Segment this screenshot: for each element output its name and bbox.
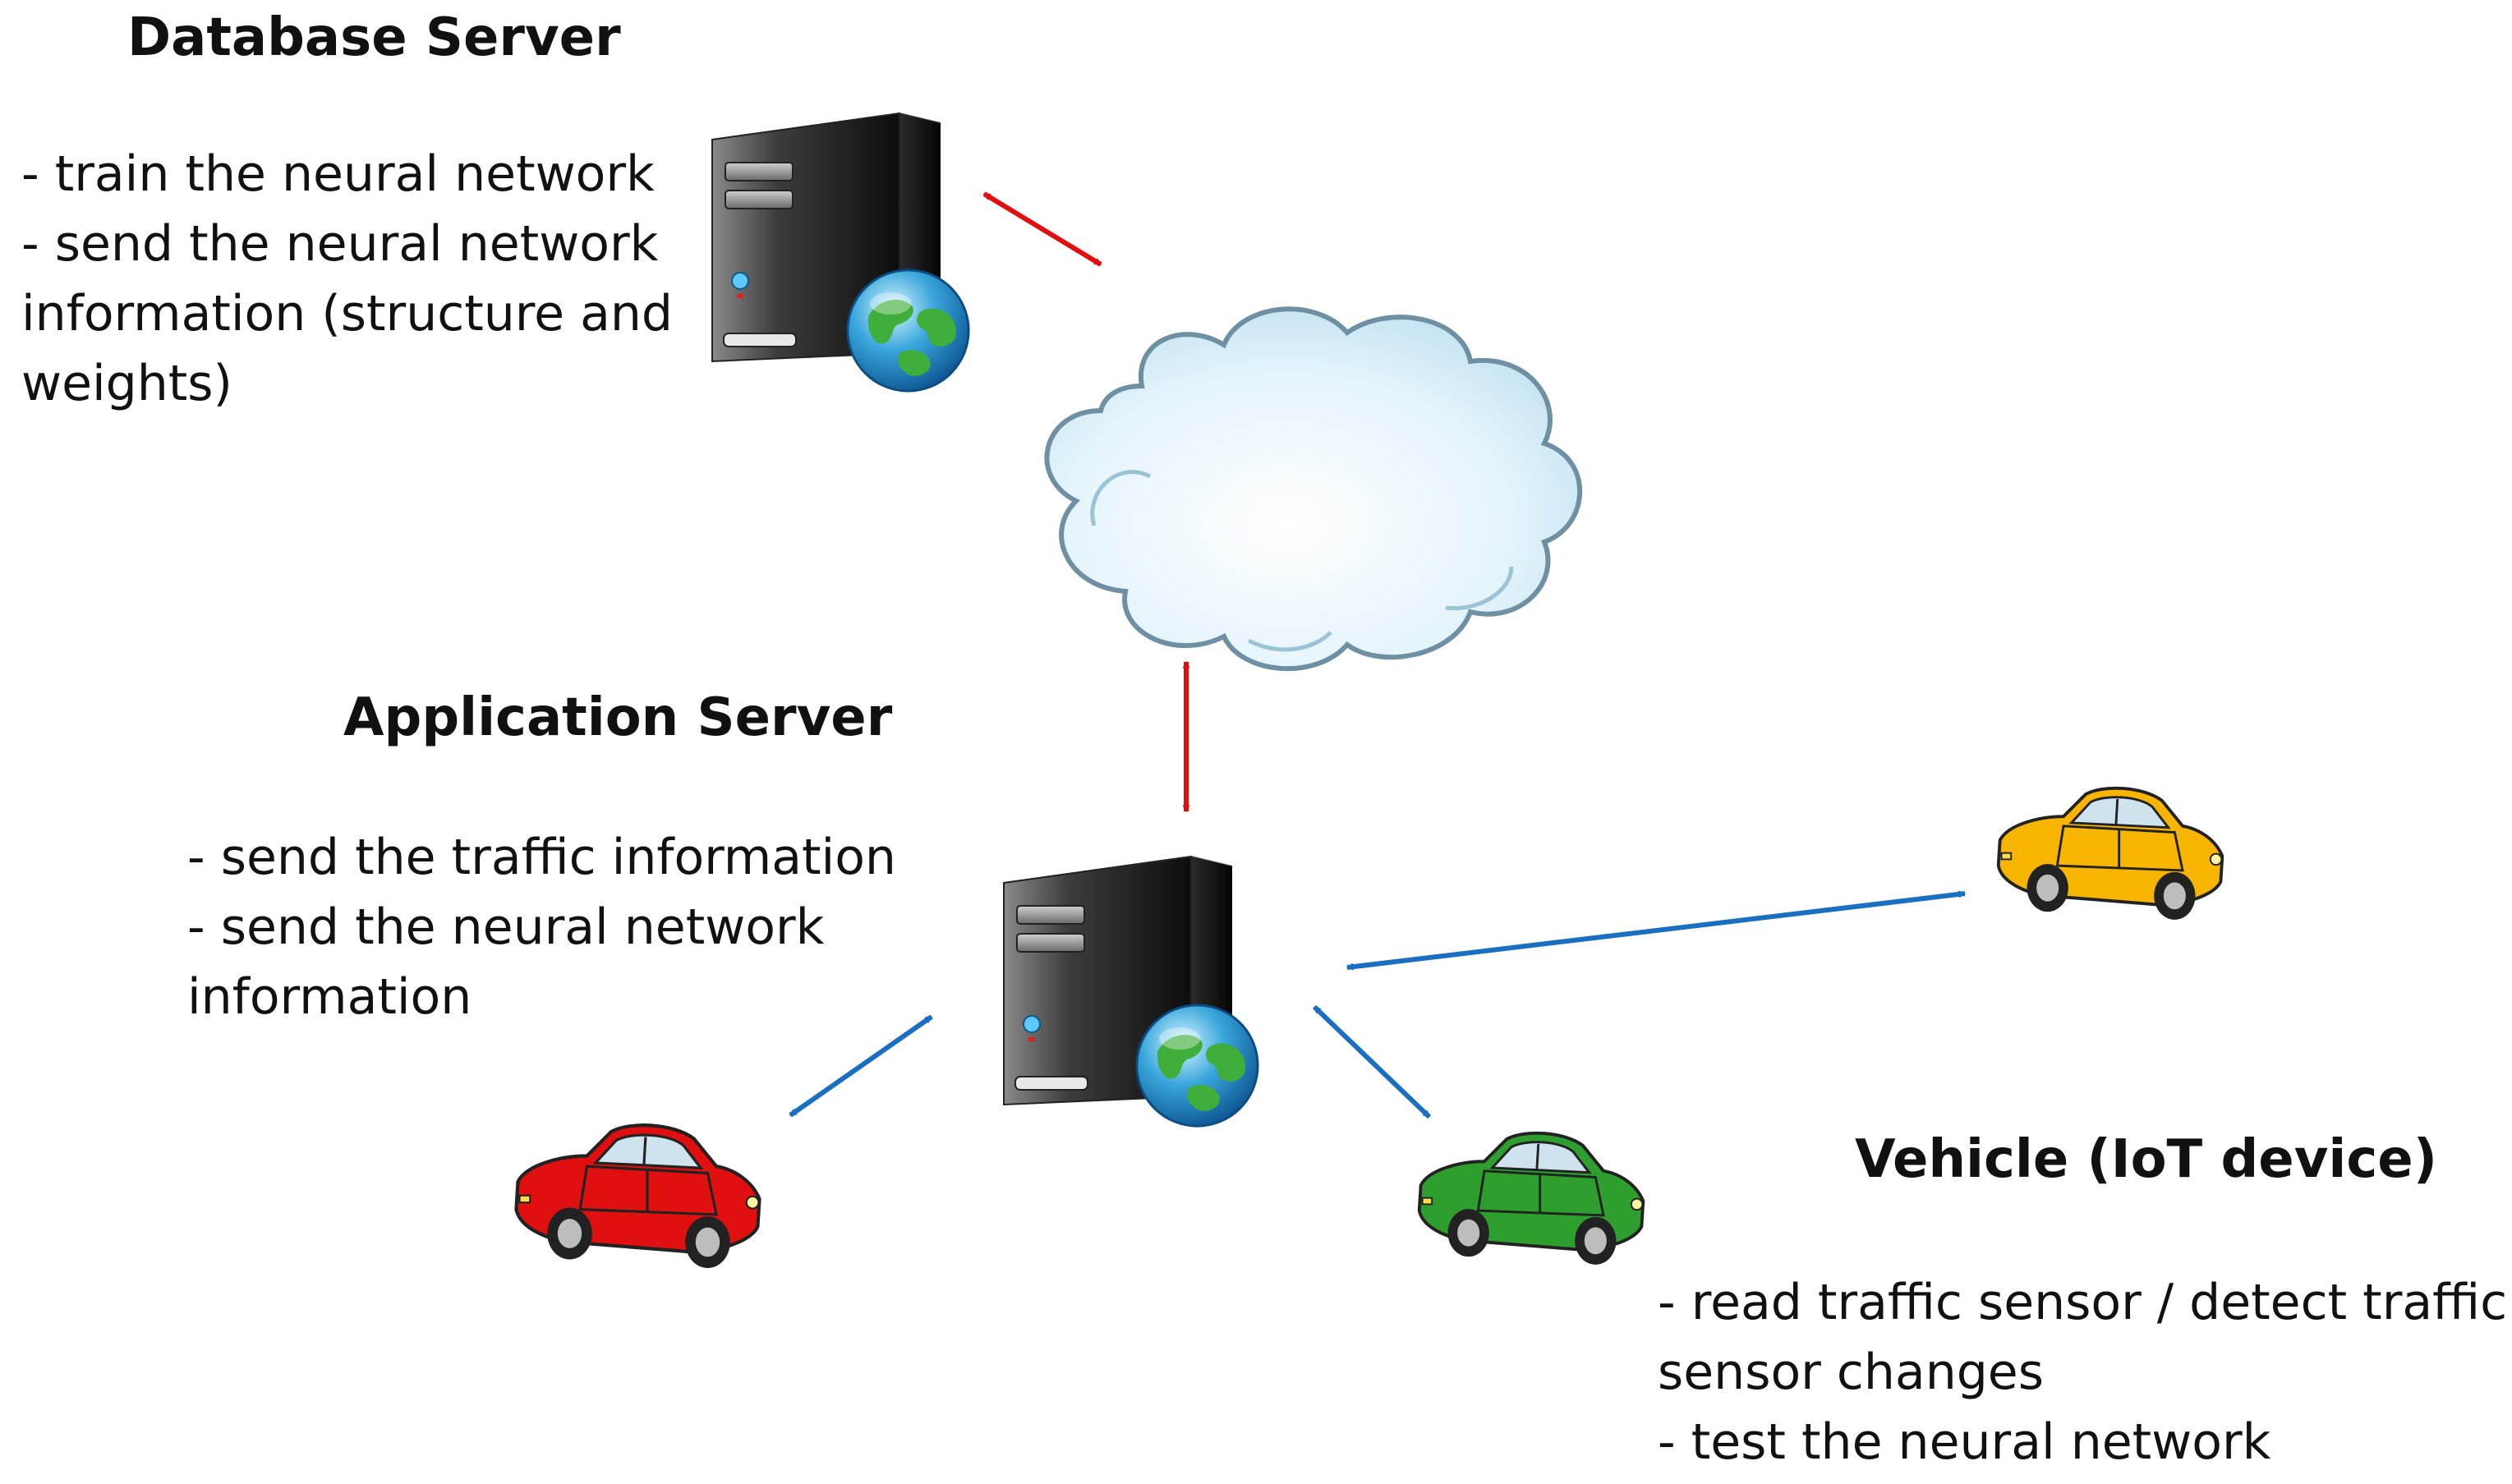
database-server-icon: [711, 113, 970, 393]
red-car-icon: [516, 1125, 759, 1268]
application-server-description: - send the traffic information - send th…: [187, 823, 896, 1032]
yellow-car-icon: [1996, 786, 2224, 921]
database-server-title: Database Server: [127, 7, 621, 68]
application-server-title: Application Server: [343, 687, 893, 748]
db-cloud-link-arrow: [982, 191, 1102, 267]
database-server-description: - train the neural network - send the ne…: [21, 140, 673, 419]
description-line: information: [187, 968, 472, 1026]
description-line: - read traffic sensor / detect traffic: [1658, 1274, 2508, 1331]
cloud-icon: [1044, 306, 1583, 672]
description-line: - send the neural network: [187, 898, 825, 956]
description-line: sensor changes: [1658, 1344, 2044, 1401]
description-line: information (structure and: [21, 285, 674, 342]
description-line: - send the traffic information: [187, 829, 896, 886]
green-car-icon: [1417, 1131, 1645, 1266]
app-red-car-link-arrow: [789, 1014, 933, 1118]
application-server-icon: [1003, 856, 1259, 1128]
description-line: - train the neural network: [21, 145, 655, 203]
app-green-car-link-arrow: [1312, 1004, 1432, 1119]
description-line: - send the neural network: [21, 215, 659, 273]
vehicle-title: Vehicle (IoT device): [1855, 1129, 2437, 1190]
description-line: weights): [21, 355, 232, 412]
vehicle-description: - read traffic sensor / detect traffic s…: [1658, 1268, 2507, 1477]
description-line: - test the neural network: [1658, 1413, 2271, 1471]
app-yellow-car-link-arrow: [1346, 890, 1967, 971]
